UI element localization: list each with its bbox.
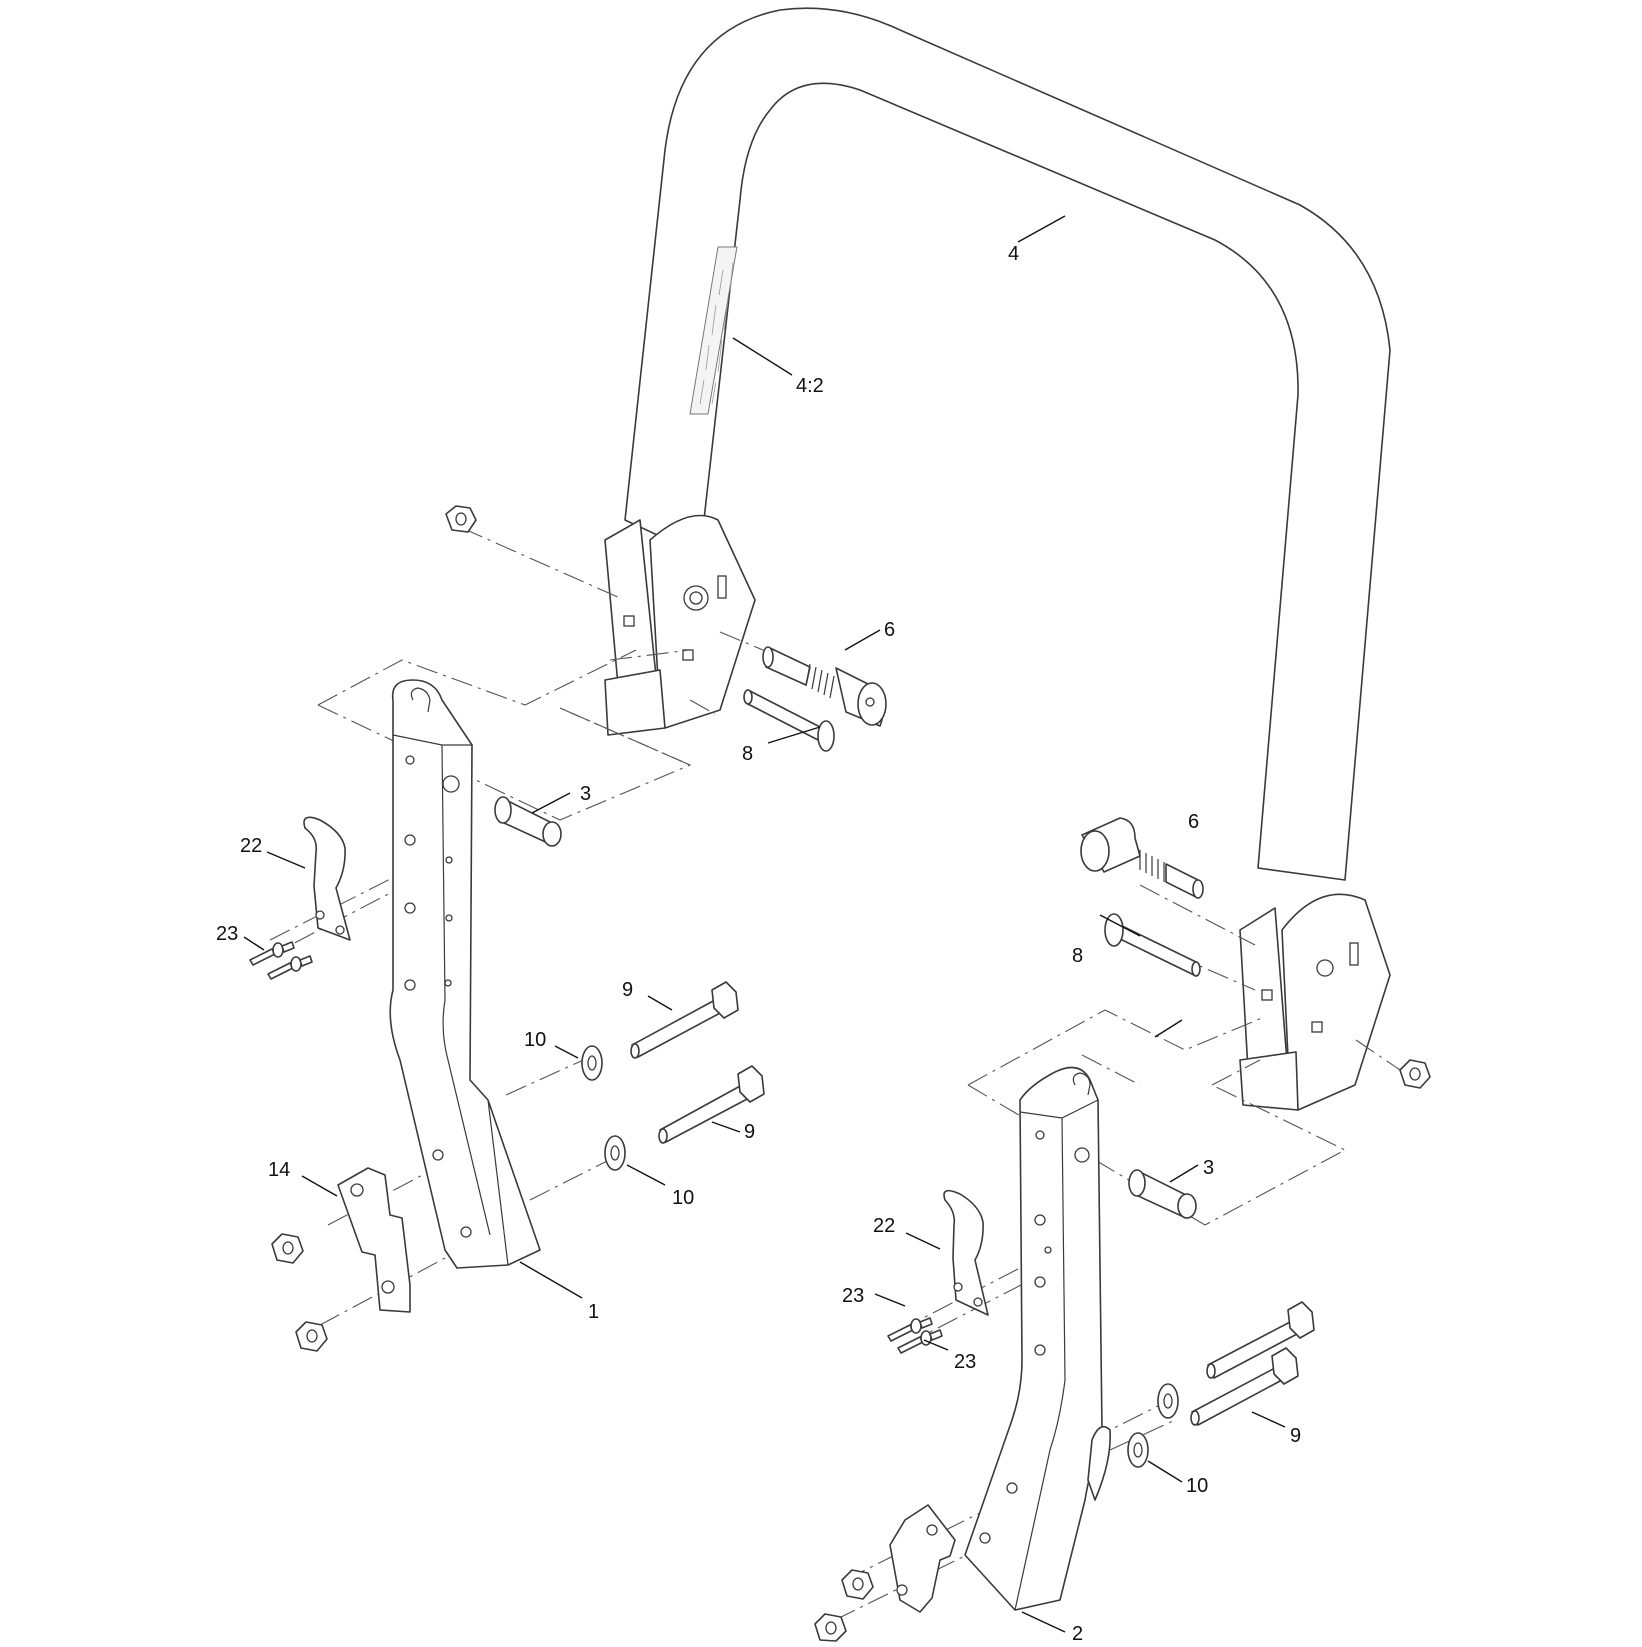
callout-10-right: 10 <box>1186 1475 1208 1497</box>
right-upright-bracket <box>964 1066 1112 1611</box>
clip-left <box>303 816 351 941</box>
callout-3-right: 3 <box>1203 1157 1214 1179</box>
plate-left <box>337 1167 411 1313</box>
callout-3-left: 3 <box>580 783 591 805</box>
bolt-left-a <box>630 981 739 1059</box>
callout-2: 2 <box>1072 1623 1083 1642</box>
bolt-right-b <box>1190 1347 1299 1426</box>
callout-8-top: 8 <box>742 743 753 765</box>
spacer-right <box>1128 1169 1197 1219</box>
flange-nut-left-b <box>295 1321 328 1352</box>
callout-labels: 4 4:2 6 8 3 22 23 9 10 9 10 14 1 6 8 3 2… <box>216 243 1301 1645</box>
callout-23-left: 23 <box>216 923 238 945</box>
callout-9-b: 9 <box>744 1121 755 1143</box>
bolt-right-a <box>1206 1301 1315 1379</box>
callout-6-right: 6 <box>1188 811 1199 833</box>
callout-10-a: 10 <box>524 1029 546 1051</box>
flange-nut-right-b <box>814 1613 847 1642</box>
callout-22-left: 22 <box>240 835 262 857</box>
flange-nut-right <box>1399 1059 1431 1089</box>
left-upper-bracket <box>604 514 756 736</box>
washer-right-b <box>1127 1432 1149 1468</box>
leader-lines <box>243 215 1286 1633</box>
washer-right-a <box>1157 1383 1179 1419</box>
flange-nut-right-a <box>841 1569 874 1600</box>
washer-left-b <box>604 1135 626 1171</box>
clevis-pin-top <box>743 689 835 752</box>
bolt-left-b <box>658 1065 765 1144</box>
spacer-left <box>494 796 562 847</box>
callout-23-right-a: 23 <box>842 1285 864 1307</box>
clip-right <box>943 1189 989 1316</box>
flange-nut-left-a <box>271 1233 304 1264</box>
callout-9-right: 9 <box>1290 1425 1301 1447</box>
washer-left-a <box>581 1045 603 1081</box>
callout-6-top: 6 <box>884 619 895 641</box>
callout-4-2: 4:2 <box>796 375 824 397</box>
callout-10-b: 10 <box>672 1187 694 1209</box>
callout-4: 4 <box>1008 243 1019 265</box>
callout-22-right: 22 <box>873 1215 895 1237</box>
rivet-left-a <box>249 941 295 966</box>
rivet-right-a <box>887 1317 933 1342</box>
callout-23-right-b: 23 <box>954 1351 976 1373</box>
roll-bar <box>624 7 1391 881</box>
right-upper-bracket <box>1239 893 1391 1111</box>
left-upright-bracket <box>389 679 541 1269</box>
flange-nut-top-left <box>445 505 477 533</box>
callout-9-a: 9 <box>622 979 633 1001</box>
callout-8-right: 8 <box>1072 945 1083 967</box>
rivet-left-b <box>267 955 313 980</box>
lock-pin-right <box>1080 817 1204 899</box>
warning-decal <box>689 246 738 415</box>
clevis-pin-right <box>1104 913 1201 977</box>
lock-pin-top <box>762 646 887 727</box>
callout-1: 1 <box>588 1301 599 1323</box>
callout-14: 14 <box>268 1159 290 1181</box>
plate-right <box>889 1504 956 1613</box>
